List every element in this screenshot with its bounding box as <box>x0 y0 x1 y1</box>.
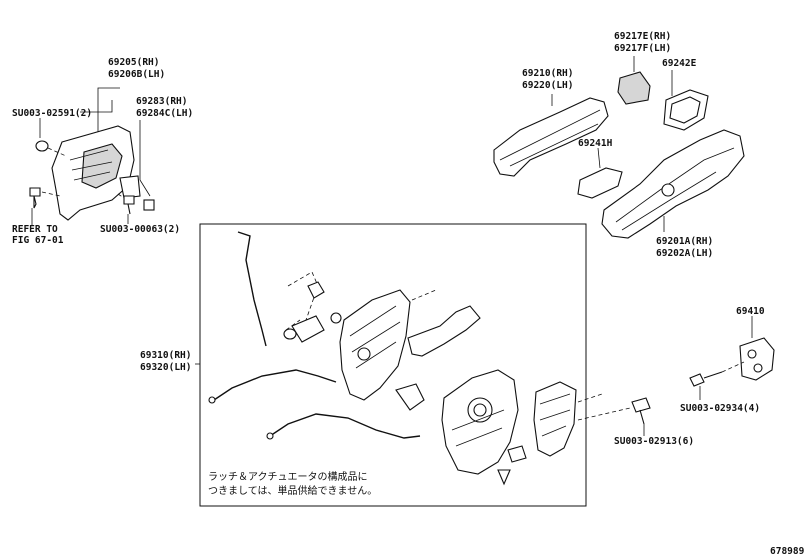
latch-cover-part[interactable] <box>533 381 577 457</box>
rod-clip-part[interactable] <box>307 281 325 299</box>
rod-clip-2-part[interactable] <box>283 328 297 340</box>
door-lock-actuator-part[interactable] <box>339 289 411 401</box>
clip-dash <box>47 147 67 157</box>
label-69206b: 69206B(LH) <box>108 69 165 80</box>
label-69284c: 69284C(LH) <box>136 108 193 119</box>
leader-69241h <box>597 147 601 169</box>
leader-69205 <box>97 87 120 150</box>
actuator-hole <box>357 347 371 361</box>
latch-assembly-frame <box>199 223 587 507</box>
door-striker-part[interactable] <box>739 337 775 381</box>
actuator-ribs <box>349 305 401 369</box>
label-69217f: 69217F(LH) <box>614 43 671 54</box>
screw-02913-group <box>631 397 651 436</box>
label-69283: 69283(RH) <box>136 96 187 107</box>
label-su003-02913: SU003-02913(6) <box>614 436 694 447</box>
screw-dash <box>117 193 125 199</box>
label-su003-02591: SU003-02591(2) <box>12 108 92 119</box>
screw-02913-part[interactable] <box>631 397 651 425</box>
label-69410: 69410 <box>736 306 765 317</box>
outside-cable-part[interactable] <box>213 369 337 401</box>
handle-frame-69201a-part[interactable] <box>601 129 745 239</box>
gasket-69241h-part[interactable] <box>577 167 623 199</box>
label-69310: 69310(RH) <box>140 350 191 361</box>
striker-hole-1 <box>747 349 757 359</box>
label-fig-67-01: FIG 67-01 <box>12 235 64 246</box>
frame-ribs <box>615 147 735 231</box>
rod-bracket-part[interactable] <box>291 315 325 343</box>
handle-ribs <box>69 149 113 181</box>
striker-hole-2 <box>753 363 763 373</box>
rod-dash-1 <box>287 271 319 321</box>
latch-dash <box>577 393 631 421</box>
screw-00063-part[interactable] <box>123 195 135 215</box>
label-69202a: 69202A(LH) <box>656 248 713 259</box>
label-69217e: 69217E(RH) <box>614 31 671 42</box>
clip-02591-part[interactable] <box>35 140 49 152</box>
lock-rod-part[interactable] <box>237 231 267 347</box>
cover-ribs <box>539 393 571 437</box>
label-69242e: 69242E <box>662 58 697 69</box>
latch-spring-part[interactable] <box>497 469 511 486</box>
rod-dash-3 <box>411 289 437 301</box>
label-69241h: 69241H <box>578 138 613 149</box>
label-69205: 69205(RH) <box>108 57 159 68</box>
label-su003-02934: SU003-02934(4) <box>680 403 760 414</box>
label-69320: 69320(LH) <box>140 362 191 373</box>
diagram-id: 678989 <box>770 546 805 557</box>
latch-ribs <box>451 409 505 447</box>
inside-handle-bezel-part[interactable] <box>119 175 141 199</box>
latch-rotor-inner <box>473 403 487 417</box>
rod-screw-part[interactable] <box>330 312 342 324</box>
screw-02934-part[interactable] <box>689 371 723 387</box>
gasket-inner <box>669 96 701 124</box>
label-69201a: 69201A(RH) <box>656 236 713 247</box>
outside-handle-edges <box>499 109 601 167</box>
latch-assembly-group: ラッチ＆アクチュエータの構成品に つきましては、単品供給できません。 <box>195 223 631 507</box>
bolt-dash <box>41 191 61 197</box>
label-69220: 69220(LH) <box>522 80 573 91</box>
note-line-1: ラッチ＆アクチュエータの構成品に <box>208 470 368 483</box>
handle-cap-69217-part[interactable] <box>617 71 651 105</box>
label-refer-to: REFER TO <box>12 224 58 235</box>
outside-handle-part[interactable] <box>493 97 609 177</box>
handle-cap-part[interactable] <box>143 199 155 211</box>
latch-bracket-part[interactable] <box>395 383 425 411</box>
bolt-left-part[interactable] <box>29 187 41 209</box>
cable-end-2 <box>266 432 274 440</box>
frame-hole <box>661 183 675 197</box>
leader-69205-b <box>80 100 113 113</box>
inside-cable-part[interactable] <box>269 413 421 439</box>
label-69210: 69210(RH) <box>522 68 573 79</box>
striker-group <box>689 316 775 400</box>
outside-handle-group <box>493 56 745 239</box>
latch-clip-part[interactable] <box>507 445 527 463</box>
inside-handle-lever <box>81 143 123 189</box>
lever-bracket-part[interactable] <box>407 305 481 357</box>
leader-69283 <box>139 120 151 197</box>
inside-handle-group <box>29 87 155 226</box>
label-su003-00063: SU003-00063(2) <box>100 224 180 235</box>
cable-end-1 <box>208 396 216 404</box>
note-line-2: つきましては、単品供給できません。 <box>208 484 377 497</box>
